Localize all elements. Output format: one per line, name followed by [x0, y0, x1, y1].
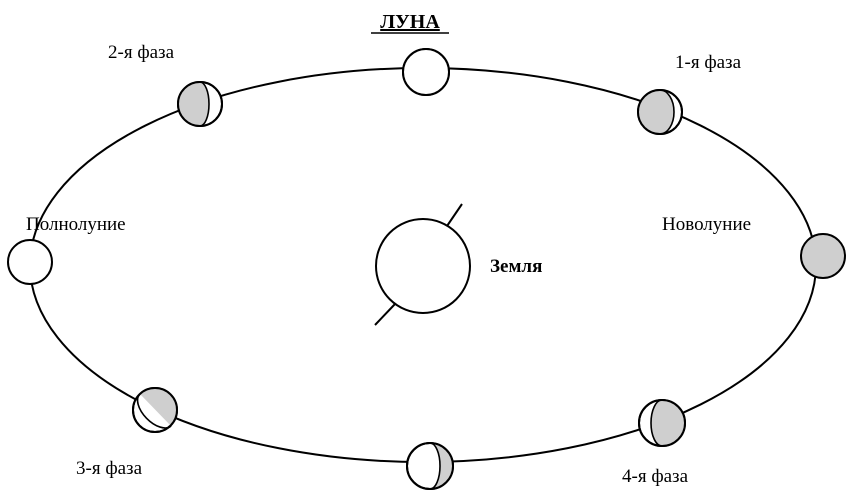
- diagram-title: ЛУНА: [380, 11, 440, 33]
- label-phase-2: 2-я фаза: [108, 42, 175, 63]
- earth-axis-top: [446, 203, 463, 227]
- moon-phase-2: [177, 81, 223, 127]
- earth-label: Земля: [490, 256, 542, 277]
- moon-phase-3: [132, 387, 178, 433]
- moon-phase-1: [637, 89, 683, 135]
- moon-full: [7, 239, 53, 285]
- label-phase-4: 4-я фаза: [622, 466, 689, 487]
- moon-phase-4: [638, 399, 686, 447]
- moon-new: [800, 233, 846, 279]
- label-phase-3: 3-я фаза: [76, 458, 143, 479]
- earth-axis-bottom: [374, 303, 396, 326]
- moon-top: [402, 48, 450, 96]
- moon-bottom: [406, 442, 454, 490]
- earth-circle: [375, 218, 471, 314]
- earth: [374, 203, 471, 326]
- label-new-moon: Новолуние: [662, 214, 751, 235]
- label-phase-1: 1-я фаза: [675, 52, 742, 73]
- label-full-moon: Полнолуние: [26, 214, 126, 235]
